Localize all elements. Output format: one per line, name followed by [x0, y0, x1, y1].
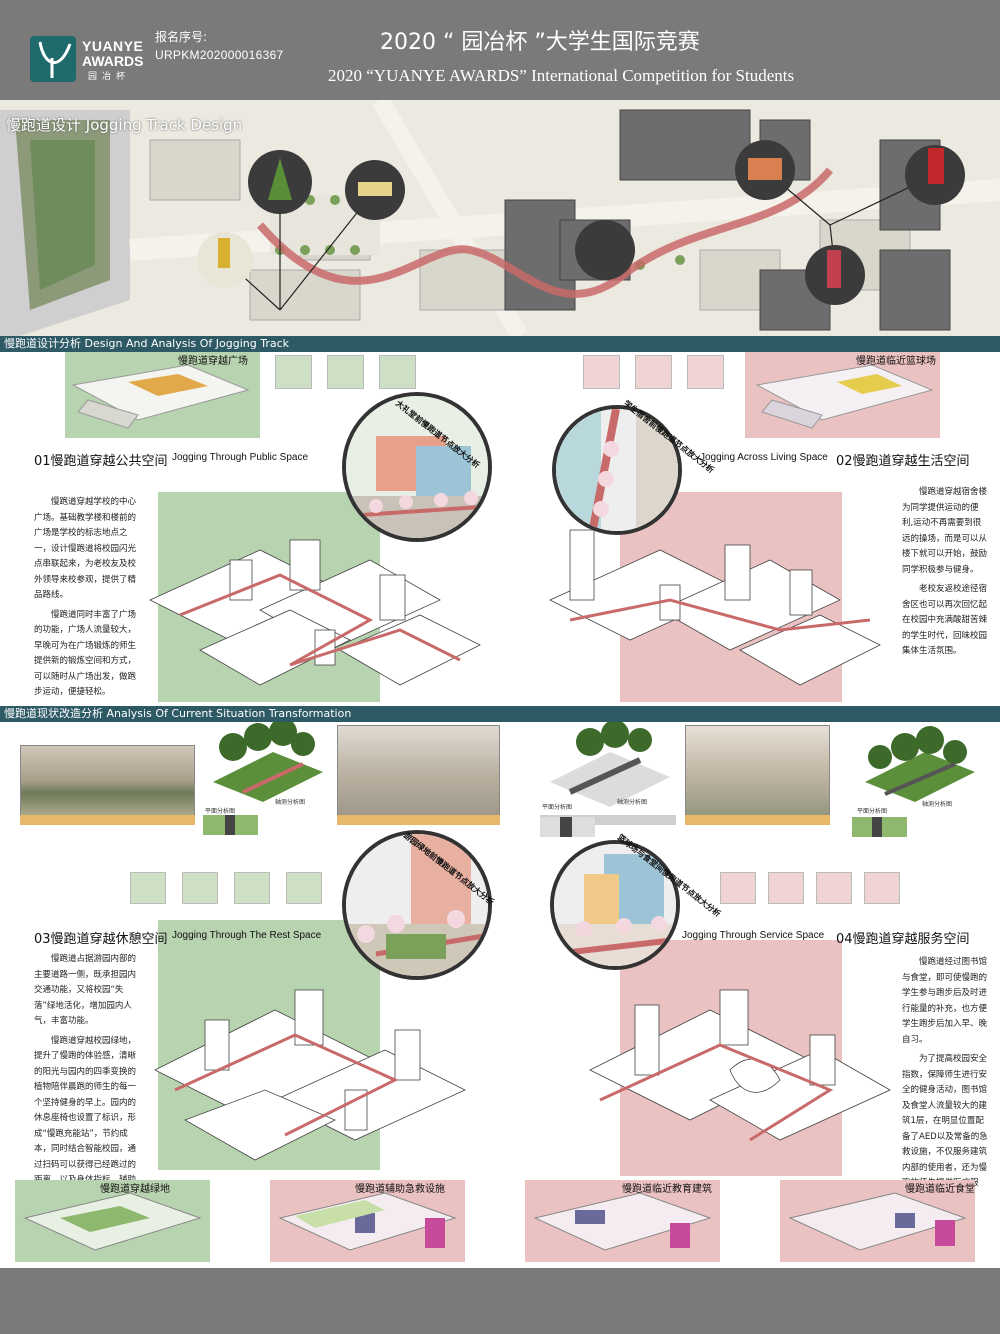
- campus-axon-map-1: [149, 539, 481, 686]
- design-title-02-en: Jogging Across Living Space: [700, 452, 828, 463]
- bottom-axon-2: [278, 1192, 457, 1251]
- thumb-reader-icon: [864, 872, 900, 904]
- logo-text-1: YUANYE: [82, 38, 144, 54]
- transform-title-04-en: Jogging Through Service Space: [682, 930, 825, 941]
- footer-band: [0, 1268, 1000, 1334]
- design-text-02-para-2: 老校友返校途径宿舍区也可以再次回忆起在校园中充满酸甜苦辣的学生时代，回味校园集体…: [902, 584, 988, 656]
- transform-text-03-para-1: 慢跑道占据游园内部的主要道路一侧，既承担园内交通功能，又将校园“失落”绿地活化，…: [34, 954, 137, 1026]
- thumb-shop-icon: [768, 872, 804, 904]
- registration-label: 报名序号:: [155, 30, 208, 44]
- section-label-1: 轴测分析图: [275, 799, 306, 806]
- bottom-axon-3: [533, 1192, 712, 1251]
- zoom-circle-1: [342, 392, 492, 542]
- section-bar-transformation: 慢跑道现状改造分析 Analysis Of Current Situation …: [0, 706, 1000, 722]
- thumb-bench-icon: [286, 872, 322, 904]
- zoom-circle-4: [550, 840, 680, 970]
- design-text-01: 慢跑道穿越学校的中心广场。基础教学楼和楼前的广场是学校的标志地点之一，设计慢跑道…: [34, 495, 136, 705]
- design-text-02-para-1: 慢跑道穿越宿舍楼为同学提供运动的便利,运动不再需要到很远的操场，而是可以从楼下就…: [902, 487, 988, 575]
- logo-mark-icon: [30, 36, 76, 82]
- thumb-people-icon: [275, 355, 312, 389]
- bottom-label-3: 慢跑道临近教育建筑: [622, 1184, 712, 1195]
- transform-text-04: 慢跑道经过图书馆与食堂，即可使慢跑的学生参与跑步后及时进行能量的补充，也方便学生…: [902, 955, 990, 1211]
- plan-strip-1: [203, 815, 258, 835]
- section-axon-1: [213, 722, 323, 802]
- bottom-axon-4: [788, 1192, 967, 1251]
- plan-label-2: 平面分析图: [542, 804, 573, 811]
- design-title-01: 01慢跑道穿越公共空间: [34, 454, 168, 469]
- thumb-tree-icon: [130, 872, 166, 904]
- title-chinese: 2020 “ 园冶杯 ”大学生国际竞赛: [380, 30, 700, 55]
- photo-bar-1: [20, 815, 195, 825]
- bottom-axon-1: [23, 1192, 202, 1251]
- section-axon-2: [550, 722, 670, 807]
- design-top-label-1: 慢跑道穿越广场: [178, 356, 248, 367]
- design-text-01-para-2: 慢跑道同时丰富了广场的功能，广场人流量较大，早晚可为在广场锻炼的师生提供新的锻炼…: [34, 609, 137, 698]
- thumb-court-icon: [583, 355, 620, 389]
- thumb-book-icon: [720, 872, 756, 904]
- logo-text-2: AWARDS: [82, 53, 144, 69]
- design-title-02: 02慢跑道穿越生活空间: [836, 454, 970, 469]
- logo-text-3: 园冶杯: [88, 72, 131, 82]
- bottom-label-1: 慢跑道穿越绿地: [100, 1184, 170, 1195]
- campus-axon-map-3: [154, 989, 466, 1161]
- photo-park-path: [20, 745, 195, 825]
- section-axon-3: [865, 726, 975, 802]
- thumb-runner-icon-2: [635, 355, 672, 389]
- transform-text-04-para-1: 慢跑道经过图书馆与食堂，即可使慢跑的学生参与跑步后及时进行能量的补充，也方便学生…: [902, 957, 988, 1045]
- thumb-runner-icon-4: [816, 872, 852, 904]
- section-label-2: 轴测分析图: [617, 799, 648, 806]
- photo-bar-2: [337, 815, 500, 825]
- section-label-3: 轴测分析图: [922, 801, 953, 808]
- plan-label-1: 平面分析图: [205, 808, 236, 815]
- plan-strip-2: [540, 817, 595, 837]
- bottom-label-2: 慢跑道辅助急救设施: [355, 1184, 445, 1195]
- photo-bar-3: [540, 815, 676, 825]
- campus-axon-map-2: [549, 529, 881, 686]
- thumb-building-icon: [379, 355, 416, 389]
- photo-bar-4: [685, 815, 830, 825]
- campus-axon-map-4: [589, 989, 891, 1142]
- design-text-01-para-1: 慢跑道穿越学校的中心广场。基础教学楼和楼前的广场是学校的标志地点之一，设计慢跑道…: [34, 497, 137, 600]
- registration-number: URPKM202000016367: [155, 48, 284, 62]
- plan-label-3: 平面分析图: [857, 808, 888, 815]
- design-top-label-2: 慢跑道临近篮球场: [856, 356, 936, 367]
- transform-title-03-en: Jogging Through The Rest Space: [172, 930, 322, 941]
- section-title-jogging-track-design: 慢跑道设计 Jogging Track Design: [6, 116, 243, 134]
- transform-text-03-para-2: 慢跑道穿越校园绿地，提升了慢跑的体验感，清晰的阳光与园内的四季变换的植物陪伴晨跑…: [34, 1035, 137, 1201]
- plaza-axonometric: [71, 364, 250, 429]
- bottom-label-4: 慢跑道临近食堂: [905, 1184, 975, 1195]
- thumb-runner-icon: [327, 355, 364, 389]
- zoom-circle-3: [342, 830, 492, 980]
- court-axonometric: [755, 364, 934, 429]
- thumb-grass-icon: [182, 872, 218, 904]
- title-english: 2020 “YUANYE AWARDS” International Compe…: [328, 66, 795, 85]
- transform-title-04: 04慢跑道穿越服务空间: [836, 932, 970, 947]
- thumb-runner-icon-3: [234, 872, 270, 904]
- design-text-02: 慢跑道穿越宿舍楼为同学提供运动的便利,运动不再需要到很远的操场，而是可以从楼下就…: [902, 485, 988, 664]
- design-title-01-en: Jogging Through Public Space: [172, 452, 309, 463]
- aerial-view: [0, 100, 1000, 336]
- photo-campus-road: [337, 725, 500, 825]
- aerial-illustration: [0, 100, 1000, 336]
- transform-text-03: 慢跑道占据游园内部的主要道路一侧，既承担园内交通功能，又将校园“失落”绿地活化，…: [34, 952, 136, 1208]
- photo-library-road: [685, 725, 830, 825]
- plan-strip-3: [852, 817, 907, 837]
- section-bar-design-analysis: 慢跑道设计分析 Design And Analysis Of Jogging T…: [0, 336, 1000, 352]
- yuanye-logo: YUANYE AWARDS 园冶杯: [30, 36, 146, 82]
- transform-title-03: 03慢跑道穿越休憩空间: [34, 932, 168, 947]
- thumb-bed-icon: [687, 355, 724, 389]
- header: YUANYE AWARDS 园冶杯 报名序号: URPKM20200001636…: [0, 0, 1000, 100]
